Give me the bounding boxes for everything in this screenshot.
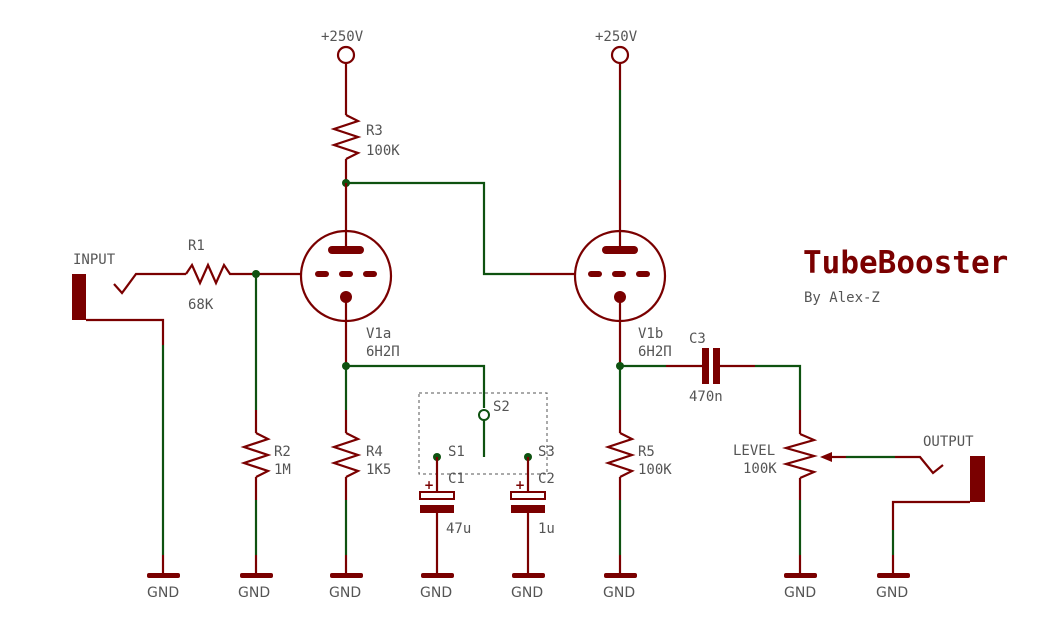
net-v1a-plate <box>342 179 576 276</box>
tube-v1b: V1b 6Н2П <box>573 229 672 366</box>
svg-text:R2: R2 <box>274 444 291 460</box>
svg-text:100K: 100K <box>743 461 777 477</box>
svg-text:GND: GND <box>876 585 908 601</box>
capacitor-c1: + C1 47u <box>419 457 471 575</box>
gnd-r5: GND <box>603 573 637 601</box>
svg-text:V1b: V1b <box>638 326 663 342</box>
resistor-r1: R1 68K <box>185 238 302 313</box>
gnd-c2: GND <box>511 573 545 601</box>
svg-text:C2: C2 <box>538 471 555 487</box>
gnd-r2: GND <box>238 573 273 601</box>
svg-text:GND: GND <box>784 585 816 601</box>
svg-text:+250V: +250V <box>595 29 638 45</box>
supply-v1a: +250V <box>321 29 364 115</box>
input-jack: INPUT <box>72 252 186 575</box>
svg-text:GND: GND <box>511 585 543 601</box>
svg-text:R3: R3 <box>366 123 383 139</box>
tube-v1a: V1a 6Н2П <box>299 229 400 360</box>
svg-text:+: + <box>515 478 525 492</box>
svg-text:GND: GND <box>603 585 635 601</box>
svg-text:R4: R4 <box>366 444 383 460</box>
svg-text:GND: GND <box>147 585 179 601</box>
svg-text:6Н2П: 6Н2П <box>638 344 672 360</box>
svg-text:+250V: +250V <box>321 29 364 45</box>
output-jack: OUTPUT <box>891 434 985 575</box>
resistor-r4: R4 1K5 <box>330 345 486 575</box>
capacitor-c3: C3 470n <box>620 331 802 410</box>
gnd-output: GND <box>876 573 910 601</box>
svg-text:GND: GND <box>329 585 361 601</box>
svg-text:GND: GND <box>420 585 452 601</box>
gnd-input: GND <box>147 573 180 601</box>
capacitor-c2: + C2 1u <box>510 457 555 575</box>
svg-text:INPUT: INPUT <box>73 252 116 268</box>
schematic-title: TubeBooster <box>803 245 1008 281</box>
svg-text:47u: 47u <box>446 521 471 537</box>
svg-text:1K5: 1K5 <box>366 462 391 478</box>
svg-text:R5: R5 <box>638 444 655 460</box>
switch-s2[interactable]: S2 S1 S3 <box>418 392 555 475</box>
svg-text:GND: GND <box>238 585 270 601</box>
resistor-r2: R2 1M <box>240 274 291 575</box>
gnd-level: GND <box>784 573 817 601</box>
svg-text:R1: R1 <box>188 238 205 254</box>
svg-text:6Н2П: 6Н2П <box>366 344 400 360</box>
svg-text:OUTPUT: OUTPUT <box>923 434 974 450</box>
resistor-r5: R5 100K <box>604 362 672 575</box>
svg-text:S3: S3 <box>538 444 555 460</box>
gnd-r4: GND <box>329 573 363 601</box>
schematic-author: By Alex-Z <box>804 290 880 306</box>
svg-text:68K: 68K <box>188 297 214 313</box>
svg-text:1u: 1u <box>538 521 555 537</box>
resistor-r3: R3 100K <box>330 114 400 183</box>
potentiometer-level[interactable]: LEVEL 100K <box>733 410 895 575</box>
svg-text:S2: S2 <box>493 399 510 415</box>
svg-text:LEVEL: LEVEL <box>733 443 775 459</box>
svg-text:1M: 1M <box>274 462 291 478</box>
svg-text:S1: S1 <box>448 444 465 460</box>
svg-text:+: + <box>424 478 434 492</box>
svg-text:V1a: V1a <box>366 326 391 342</box>
gnd-c1: GND <box>420 573 454 601</box>
svg-text:100K: 100K <box>366 143 400 159</box>
svg-text:C1: C1 <box>448 471 465 487</box>
svg-text:100K: 100K <box>638 462 672 478</box>
svg-text:470n: 470n <box>689 389 723 405</box>
supply-v1b: +250V <box>595 29 638 250</box>
svg-text:C3: C3 <box>689 331 706 347</box>
